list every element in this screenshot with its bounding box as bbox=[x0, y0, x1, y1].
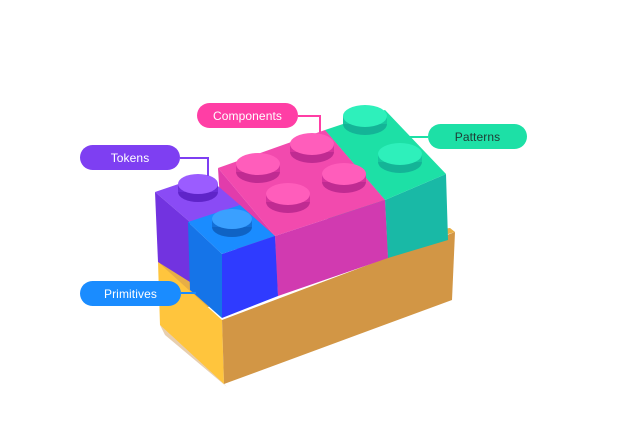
components-leader-line bbox=[298, 115, 321, 132]
patterns-label: Patterns bbox=[428, 124, 527, 149]
patterns-label-text: Patterns bbox=[454, 129, 501, 144]
primitives-brick bbox=[188, 205, 278, 318]
tokens-label-text: Tokens bbox=[110, 150, 150, 165]
primitives-label: Primitives bbox=[80, 281, 181, 306]
components-label: Components bbox=[197, 103, 298, 128]
leader-lines bbox=[180, 115, 428, 294]
components-label-text: Components bbox=[212, 108, 283, 123]
tokens-label: Tokens bbox=[80, 145, 180, 170]
primitives-label-text: Primitives bbox=[103, 286, 157, 301]
patterns-brick bbox=[325, 105, 448, 258]
tokens-brick bbox=[155, 174, 240, 282]
tokens-leader-line bbox=[180, 157, 209, 176]
